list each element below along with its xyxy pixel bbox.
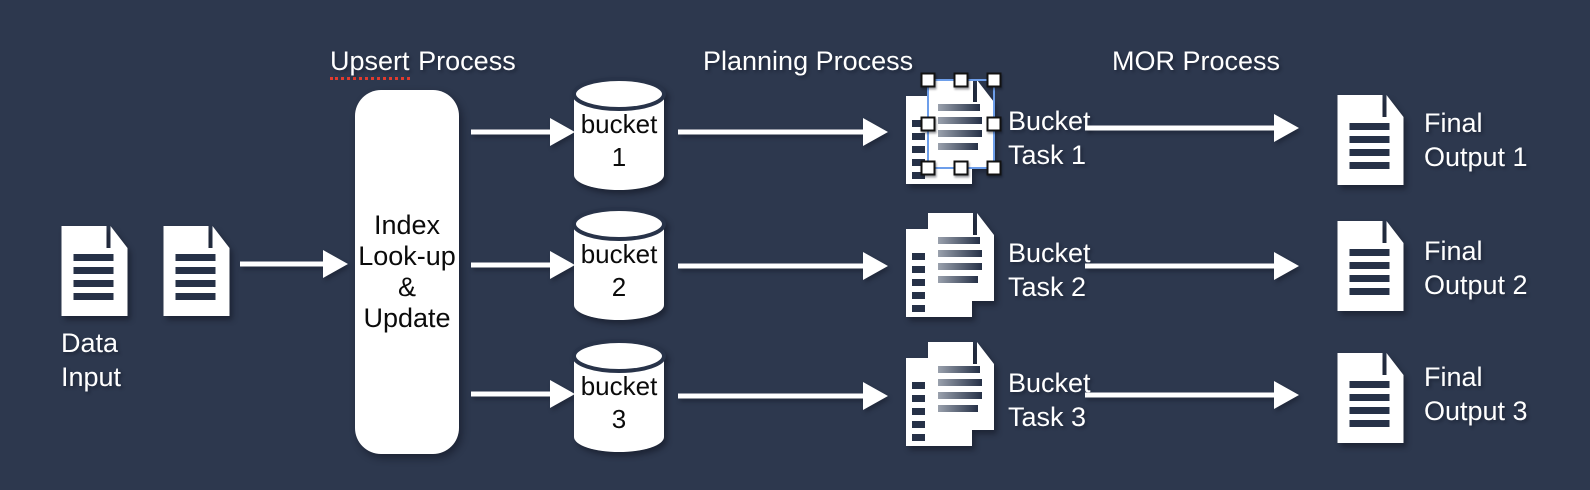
document-icon <box>1337 221 1404 311</box>
document-stack-icon <box>906 80 994 184</box>
final-output-2-label[interactable]: Final Output 2 <box>1424 234 1528 302</box>
data-input-label-line2: Input <box>61 362 122 392</box>
data-input-label[interactable]: Data Input <box>61 326 121 394</box>
bucket-1-cylinder[interactable]: bucket 1 <box>571 76 667 194</box>
bucket-task-3-stack[interactable] <box>906 342 994 448</box>
planning-process-header[interactable]: Planning Process <box>703 46 914 76</box>
database-cylinder-icon <box>572 339 666 452</box>
final-output-2-document[interactable] <box>1337 221 1404 311</box>
selection-handle-top-mid[interactable] <box>953 72 969 88</box>
bucket-task-1-stack[interactable] <box>906 72 1002 186</box>
bucket-task-2-stack[interactable] <box>906 213 994 319</box>
document-stack-icon <box>906 213 994 317</box>
bucket-task-3-label-line2: Task 3 <box>1008 402 1087 432</box>
selection-handle-mid-left[interactable] <box>920 116 936 132</box>
final-output-2-label-line2: Output 2 <box>1424 270 1528 300</box>
arrow-index-to-bucket-2[interactable] <box>471 247 575 283</box>
arrow-task2-to-output2[interactable] <box>1085 248 1299 284</box>
index-box-line1: Index <box>373 210 441 240</box>
arrow-bucket2-to-task2[interactable] <box>678 248 888 284</box>
bucket-task-2-label[interactable]: Bucket Task 2 <box>1008 236 1091 304</box>
selection-handle-bottom-mid[interactable] <box>953 160 969 176</box>
arrow-input-to-index[interactable] <box>240 246 348 282</box>
final-output-3-label-line1: Final <box>1424 362 1483 392</box>
bucket-1-label: bucket 1 <box>571 108 667 174</box>
final-output-1-label-line1: Final <box>1424 108 1483 138</box>
selection-border <box>927 79 995 169</box>
arrow-task1-to-output1[interactable] <box>1085 110 1299 146</box>
bucket-3-cylinder[interactable]: bucket 3 <box>571 338 667 456</box>
database-cylinder-icon <box>572 207 666 320</box>
bucket-task-1-label[interactable]: Bucket Task 1 <box>1008 104 1091 172</box>
bucket-3-label-line2: 3 <box>611 404 627 434</box>
data-input-document-1[interactable] <box>61 226 128 316</box>
bucket-task-1-label-line2: Task 1 <box>1008 140 1087 170</box>
document-stack-icon <box>906 342 994 446</box>
final-output-3-label[interactable]: Final Output 3 <box>1424 360 1528 428</box>
selection-handle-mid-right[interactable] <box>986 116 1002 132</box>
bucket-task-3-label[interactable]: Bucket Task 3 <box>1008 366 1091 434</box>
selection-handle-top-left[interactable] <box>920 72 936 88</box>
data-input-document-2[interactable] <box>163 226 230 316</box>
arrow-bucket1-to-task1[interactable] <box>678 114 888 150</box>
selection-handle-bottom-right[interactable] <box>986 160 1002 176</box>
arrow-bucket3-to-task3[interactable] <box>678 378 888 414</box>
upsert-word-2: Process <box>418 46 516 76</box>
selection-handle-bottom-left[interactable] <box>920 160 936 176</box>
arrow-task3-to-output3[interactable] <box>1085 377 1299 413</box>
final-output-1-label[interactable]: Final Output 1 <box>1424 106 1528 174</box>
bucket-task-2-label-line2: Task 2 <box>1008 272 1087 302</box>
final-output-1-label-line2: Output 1 <box>1424 142 1528 172</box>
document-icon <box>61 226 128 316</box>
mor-process-header[interactable]: MOR Process <box>1112 46 1281 76</box>
bucket-3-label: bucket 3 <box>571 370 667 436</box>
bucket-2-label-line1: bucket <box>580 239 658 269</box>
bucket-1-label-line1: bucket <box>580 109 658 139</box>
bucket-2-cylinder[interactable]: bucket 2 <box>571 206 667 324</box>
upsert-process-header[interactable]: Upsert Process <box>330 46 516 80</box>
arrow-index-to-bucket-3[interactable] <box>471 376 575 412</box>
database-cylinder-icon <box>572 77 666 190</box>
index-box-line2: Look-up <box>358 241 456 271</box>
final-output-3-label-line2: Output 3 <box>1424 396 1528 426</box>
final-output-1-document[interactable] <box>1337 95 1404 185</box>
document-icon <box>1337 95 1404 185</box>
bucket-task-3-label-line1: Bucket <box>1008 368 1091 398</box>
index-box-line4: Update <box>363 303 451 333</box>
upsert-word: Upsert <box>330 46 410 80</box>
bucket-task-2-label-line1: Bucket <box>1008 238 1091 268</box>
document-icon <box>163 226 230 316</box>
index-box-line3: & <box>397 272 416 302</box>
index-lookup-update-box[interactable]: Index Look-up & Update <box>355 90 459 454</box>
bucket-3-label-line1: bucket <box>580 371 658 401</box>
bucket-2-label: bucket 2 <box>571 238 667 304</box>
final-output-2-label-line1: Final <box>1424 236 1483 266</box>
selection-handle-top-right[interactable] <box>986 72 1002 88</box>
arrow-index-to-bucket-1[interactable] <box>471 114 575 150</box>
data-input-label-line1: Data <box>61 328 119 358</box>
final-output-3-document[interactable] <box>1337 353 1404 443</box>
bucket-2-label-line2: 2 <box>611 272 627 302</box>
bucket-1-label-line2: 1 <box>611 142 627 172</box>
bucket-task-1-label-line1: Bucket <box>1008 106 1091 136</box>
document-icon <box>1337 353 1404 443</box>
